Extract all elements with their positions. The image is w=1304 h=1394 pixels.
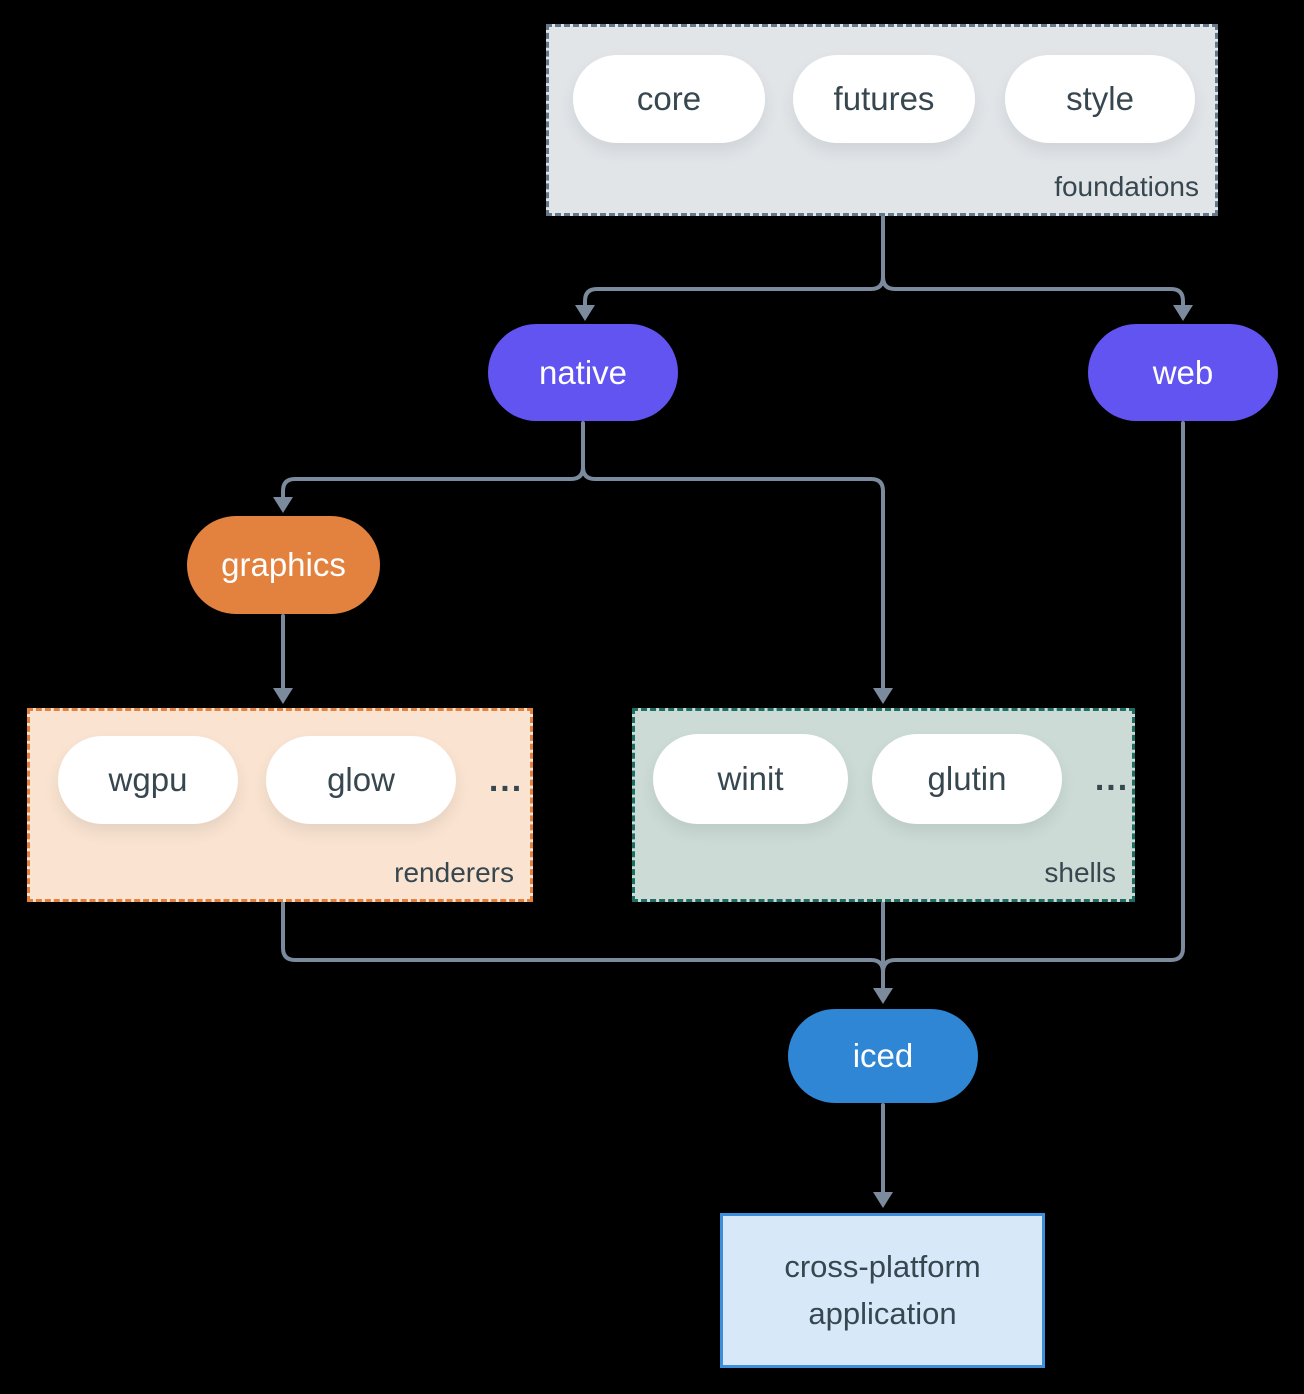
- pill-glutin-label: glutin: [927, 760, 1007, 797]
- arrowhead-native: [575, 305, 595, 321]
- pill-wgpu: wgpu: [58, 736, 238, 824]
- pill-style: style: [1005, 55, 1195, 143]
- pill-futures-label: futures: [833, 80, 935, 117]
- shells-group-label: shells: [1044, 857, 1116, 888]
- node-iced-label: iced: [852, 1037, 914, 1074]
- pill-glow: glow: [266, 736, 456, 824]
- arrow-native-to-shells: [581, 465, 885, 690]
- arrowhead-app: [873, 1192, 893, 1208]
- pill-core: core: [573, 55, 765, 143]
- node-web: web: [1088, 324, 1278, 421]
- pill-style-label: style: [1066, 80, 1134, 117]
- app-box: cross-platform application: [720, 1213, 1045, 1368]
- foundations-group-label: foundations: [1054, 171, 1199, 202]
- arrow-foundations-to-web: [881, 275, 1185, 308]
- renderers-ellipsis: ...: [488, 760, 524, 799]
- pill-futures: futures: [793, 55, 975, 143]
- shells-ellipsis: ...: [1094, 759, 1130, 798]
- pill-glutin: glutin: [872, 734, 1062, 824]
- arrow-foundations-to-native: [583, 215, 885, 308]
- group-renderers: wgpu glow ... renderers: [27, 708, 533, 902]
- node-web-label: web: [1152, 353, 1214, 391]
- arrow-renderers-to-iced: [281, 901, 885, 986]
- node-graphics-label: graphics: [221, 546, 346, 583]
- pill-winit: winit: [653, 734, 848, 824]
- node-graphics: graphics: [187, 516, 380, 614]
- pill-glow-label: glow: [327, 761, 395, 798]
- node-native-label: native: [538, 353, 628, 391]
- renderers-group-label: renderers: [394, 857, 514, 888]
- arrowhead-shells: [873, 688, 893, 704]
- arrowhead-iced: [873, 988, 893, 1004]
- node-native: native: [488, 324, 678, 421]
- group-foundations: core futures style foundations: [546, 24, 1218, 216]
- node-iced: iced: [788, 1009, 978, 1103]
- pill-core-label: core: [636, 80, 702, 117]
- arrowhead-graphics: [273, 497, 293, 513]
- arrowhead-renderers: [273, 688, 293, 704]
- arrowhead-web: [1173, 305, 1193, 321]
- app-box-label: cross-platform application: [784, 1249, 981, 1331]
- group-shells: winit glutin ... shells: [632, 708, 1135, 902]
- pill-wgpu-label: wgpu: [108, 761, 188, 798]
- arrow-native-to-graphics: [281, 421, 585, 500]
- pill-winit-label: winit: [717, 760, 784, 797]
